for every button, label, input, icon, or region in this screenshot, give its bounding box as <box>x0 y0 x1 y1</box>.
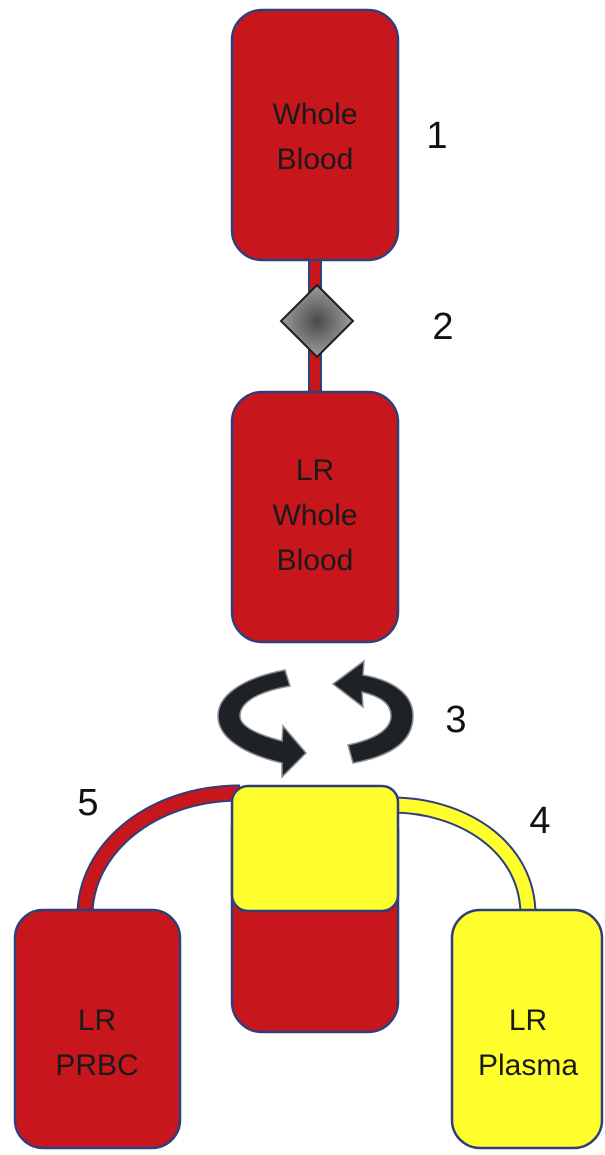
step-number-4: 4 <box>529 800 550 842</box>
step-number-1: 1 <box>426 115 447 157</box>
lr-whole-blood-bag: LR Whole Blood <box>232 392 398 642</box>
centrifuged-plasma-layer <box>232 786 398 911</box>
centrifuge-rotation-icon <box>218 661 413 777</box>
lr-whole-blood-label-line2: Whole <box>272 499 357 532</box>
lr-prbc-label-line2: PRBC <box>55 1049 138 1082</box>
step-number-2: 2 <box>432 306 453 348</box>
lr-plasma-label-line2: Plasma <box>478 1049 578 1082</box>
whole-blood-label-line1: Whole <box>272 98 357 131</box>
step-number-5: 5 <box>77 782 98 824</box>
whole-blood-label-line2: Blood <box>277 143 354 176</box>
lr-prbc-bag: LR PRBC <box>15 910 180 1148</box>
lr-prbc-label-line1: LR <box>78 1004 116 1037</box>
lr-whole-blood-label-line3: Blood <box>277 544 354 577</box>
centrifuged-bag <box>232 786 398 1032</box>
leukoreduction-filter-icon <box>281 285 353 357</box>
lr-plasma-label-line1: LR <box>509 1004 547 1037</box>
lr-whole-blood-label-line1: LR <box>296 454 334 487</box>
lr-plasma-bag: LR Plasma <box>452 910 602 1148</box>
whole-blood-bag: Whole Blood <box>232 10 398 260</box>
step-number-3: 3 <box>445 699 466 741</box>
